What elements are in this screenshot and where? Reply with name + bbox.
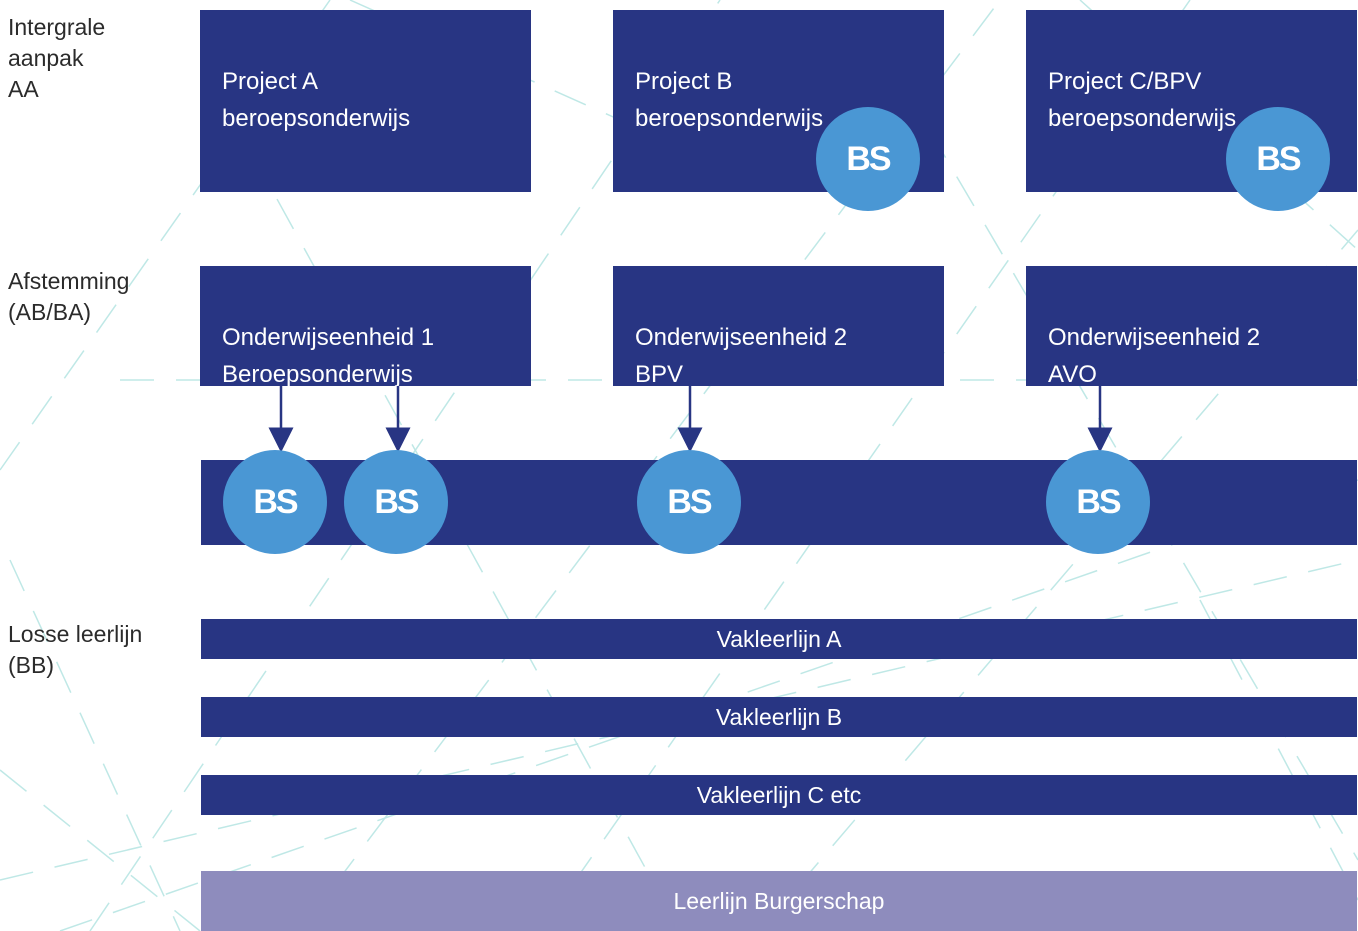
band-bs-badge-3: BS <box>637 450 741 554</box>
band-bs-badge-4: BS <box>1046 450 1150 554</box>
learning-line-c: Vakleerlijn C etc <box>201 775 1357 815</box>
project-c-bs-badge: BS <box>1226 107 1330 211</box>
civic-learning-line: Leerlijn Burgerschap <box>201 871 1357 931</box>
learning-line-b: Vakleerlijn B <box>201 697 1357 737</box>
row-label-integral-approach: Intergrale aanpak AA <box>8 14 106 102</box>
row-label-alignment: Afstemming (AB/BA) <box>8 268 130 325</box>
band-bs-badge-2: BS <box>344 450 448 554</box>
project-b-bs-badge: BS <box>816 107 920 211</box>
unit-1-label: Onderwijseenheid 1 Beroepsonderwijs <box>222 324 435 388</box>
project-a-box: Project A beroepsonderwijs <box>200 10 531 192</box>
band-bs-badge-1: BS <box>223 450 327 554</box>
project-c-label: Project C/BPV beroepsonderwijs <box>1048 68 1237 132</box>
row-label-separate-line: Losse leerlijn (BB) <box>8 621 143 678</box>
project-b-label: Project B beroepsonderwijs <box>635 68 824 132</box>
unit-2-avo-label: Onderwijseenheid 2 AVO <box>1048 324 1261 388</box>
project-a-label: Project A beroepsonderwijs <box>222 68 411 132</box>
unit-2-bpv-box: Onderwijseenheid 2 BPV <box>613 266 944 388</box>
unit-2-bpv-label: Onderwijseenheid 2 BPV <box>635 324 848 388</box>
unit-1-box: Onderwijseenheid 1 Beroepsonderwijs <box>200 266 531 388</box>
unit-2-avo-box: Onderwijseenheid 2 AVO <box>1026 266 1357 388</box>
learning-line-a: Vakleerlijn A <box>201 619 1357 659</box>
